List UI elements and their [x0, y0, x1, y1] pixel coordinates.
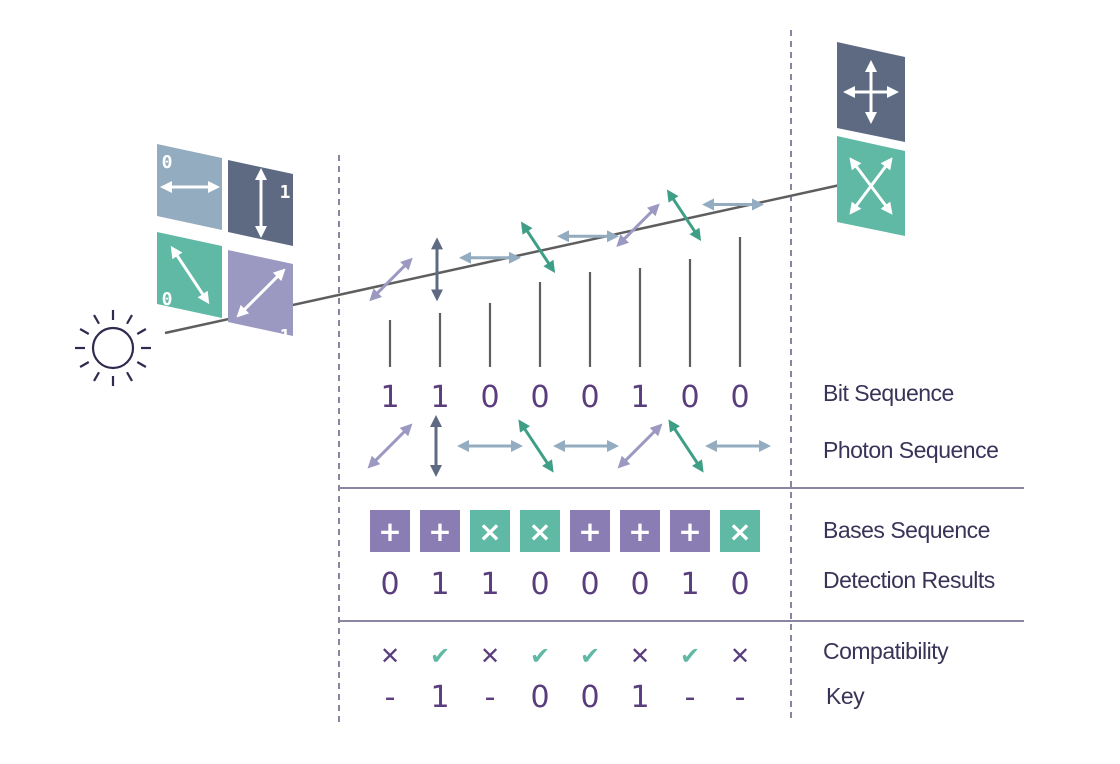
x-icon: ✕	[730, 642, 750, 670]
bit-value: 1	[430, 380, 449, 415]
key-value: 0	[580, 680, 599, 715]
sender-filter-horizontal: 0	[157, 144, 222, 230]
key-value: -	[485, 680, 496, 715]
detection-value: 1	[480, 567, 499, 602]
filter-bit-label: 1	[280, 326, 291, 347]
bit-value: 0	[730, 380, 749, 415]
bit-value: 0	[580, 380, 599, 415]
sun-ray	[79, 361, 90, 368]
x-icon: ✕	[480, 642, 500, 670]
beam-photon-diag-down-icon	[666, 189, 702, 241]
photon-diag-up-icon	[367, 423, 413, 469]
label-bases-sequence: Bases Sequence	[823, 517, 990, 543]
light-source-icon	[75, 310, 151, 386]
detection-value: 0	[530, 567, 549, 602]
photon-stems	[388, 237, 742, 367]
check-icon: ✔	[430, 642, 450, 670]
basis-diagonal: ×	[720, 510, 760, 552]
detection-value: 1	[430, 567, 449, 602]
bit-value: 0	[680, 380, 699, 415]
diagonal-up-arrow-icon	[236, 268, 286, 318]
cross-icon: ×	[528, 515, 551, 548]
sun-ray	[93, 314, 100, 325]
beam-photon-diag-down-icon	[520, 221, 556, 273]
filter-bit-label: 0	[162, 289, 173, 310]
key-value: -	[385, 680, 396, 715]
plus-icon: +	[678, 515, 701, 548]
bit-value: 1	[380, 380, 399, 415]
basis-rectilinear: +	[670, 510, 710, 552]
label-bit-sequence: Bit Sequence	[823, 380, 954, 406]
basis-diagonal: ×	[520, 510, 560, 552]
plus-icon: +	[428, 515, 451, 548]
beam-photons	[369, 189, 764, 302]
bases-sequence-row: + + × × + + + ×	[370, 510, 760, 552]
sender-polarizer-filters: 0 1 0 1	[157, 144, 293, 347]
label-key: Key	[826, 683, 865, 709]
receiver-polarizer-filters	[837, 42, 905, 236]
bit-value: 0	[480, 380, 499, 415]
cross-icon: ×	[728, 515, 751, 548]
basis-rectilinear: +	[620, 510, 660, 552]
photon-diag-down-icon	[518, 419, 554, 473]
sun-ray	[93, 371, 100, 382]
x-arrows-icon	[849, 157, 893, 215]
sender-filter-diagonal-down: 0	[157, 232, 222, 318]
sun-ray	[136, 361, 147, 368]
key-value: 1	[430, 680, 449, 715]
filter-bit-label: 0	[162, 152, 173, 173]
bit-value: 1	[630, 380, 649, 415]
sun-ray	[136, 328, 147, 335]
key-value: -	[685, 680, 696, 715]
detection-value: 1	[680, 567, 699, 602]
key-value: 1	[630, 680, 649, 715]
check-icon: ✔	[530, 642, 550, 670]
plus-icon: +	[628, 515, 651, 548]
filter-bit-label: 1	[280, 182, 291, 203]
photon-diag-up-icon	[617, 423, 663, 469]
check-icon: ✔	[580, 642, 600, 670]
cross-icon: ×	[478, 515, 501, 548]
basis-rectilinear: +	[420, 510, 460, 552]
x-icon: ✕	[380, 642, 400, 670]
basis-rectilinear: +	[370, 510, 410, 552]
sun-ray	[79, 328, 90, 335]
receiver-filter-diagonal	[837, 136, 905, 236]
plus-icon: +	[378, 515, 401, 548]
detection-value: 0	[580, 567, 599, 602]
receiver-filter-rectilinear	[837, 42, 905, 142]
sender-filter-diagonal-up: 1	[228, 250, 293, 347]
compatibility-row: ✕ ✔ ✕ ✔ ✔ ✕ ✔ ✕	[380, 642, 750, 670]
label-detection-results: Detection Results	[823, 567, 995, 593]
photon-diag-down-icon	[668, 419, 704, 473]
label-compatibility: Compatibility	[823, 638, 949, 664]
label-photon-sequence: Photon Sequence	[823, 437, 999, 463]
basis-rectilinear: +	[570, 510, 610, 552]
detection-value: 0	[380, 567, 399, 602]
x-icon: ✕	[630, 642, 650, 670]
check-icon: ✔	[680, 642, 700, 670]
basis-diagonal: ×	[470, 510, 510, 552]
photon-sequence-row	[367, 415, 771, 477]
sun-ray	[126, 371, 133, 382]
beam-photon-diag-up-icon	[616, 203, 660, 248]
sun-ray	[126, 314, 133, 325]
detection-value: 0	[730, 567, 749, 602]
key-value: 0	[530, 680, 549, 715]
detection-value: 0	[630, 567, 649, 602]
beam-photon-diag-up-icon	[369, 257, 413, 302]
diagonal-down-arrow-icon	[170, 245, 210, 305]
bit-value: 0	[530, 380, 549, 415]
sender-filter-vertical: 1	[228, 160, 293, 246]
plus-icon: +	[578, 515, 601, 548]
key-value: -	[735, 680, 746, 715]
